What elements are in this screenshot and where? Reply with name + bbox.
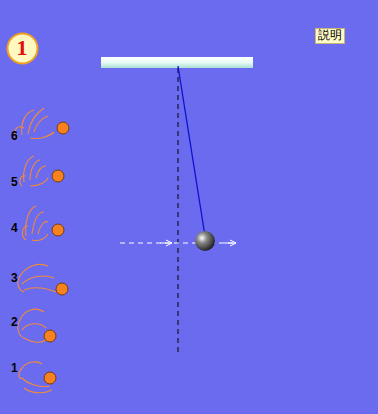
ceiling-bar xyxy=(101,57,253,68)
ball-1 xyxy=(44,372,56,384)
ball-2 xyxy=(44,330,56,342)
string xyxy=(178,66,205,236)
vertical-axis xyxy=(178,68,179,355)
ball-4 xyxy=(52,224,64,236)
pendulum-bob xyxy=(195,231,215,251)
callout-number: 2 xyxy=(11,315,18,329)
callout-number: 5 xyxy=(11,175,18,189)
ball-3 xyxy=(56,283,68,295)
hand-icons xyxy=(15,108,56,393)
callout-number: 6 xyxy=(11,129,18,143)
motion-line xyxy=(120,243,236,244)
callout-number: 4 xyxy=(11,221,18,235)
button-label: 説明 xyxy=(318,29,342,42)
badge-number: 1 xyxy=(17,36,28,60)
hand-3 xyxy=(18,264,56,292)
hand-4 xyxy=(22,206,48,241)
step-badge: 1 xyxy=(6,32,39,65)
motion-arrow xyxy=(160,243,172,244)
button-box-shape xyxy=(316,29,345,44)
motion-arrow xyxy=(224,243,236,244)
callout-number: 1 xyxy=(11,361,18,375)
ball-5 xyxy=(52,170,64,182)
hand-6 xyxy=(15,108,54,139)
callout-number: 3 xyxy=(11,271,18,285)
ball-6 xyxy=(57,122,69,134)
hand-2 xyxy=(18,309,46,342)
balls xyxy=(44,122,69,384)
badge-circle-shape xyxy=(7,33,37,63)
hand-5 xyxy=(20,156,48,186)
help-button: 説明 xyxy=(315,28,345,44)
